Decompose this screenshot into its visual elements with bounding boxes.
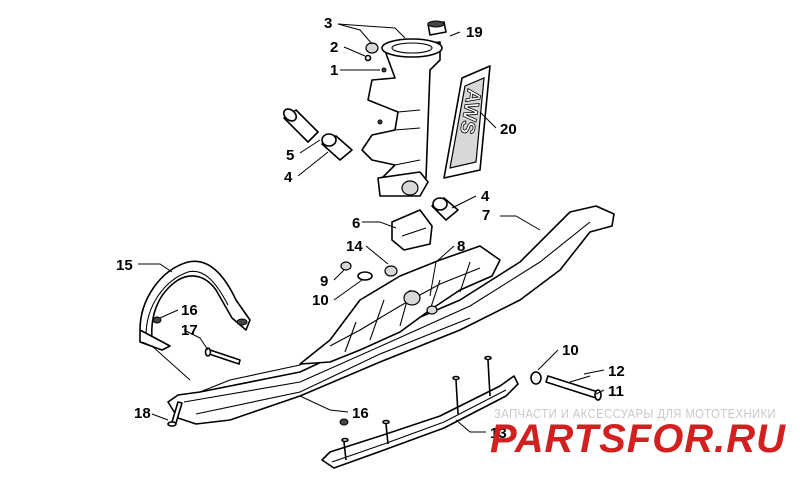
nut-3-part	[365, 42, 379, 54]
callout-16a: 16	[181, 302, 198, 319]
callout-16b: 16	[352, 405, 369, 422]
callout-7: 7	[482, 207, 490, 224]
bumper-6-part	[391, 209, 433, 251]
nut-9-part	[340, 261, 352, 271]
callout-11: 11	[608, 383, 624, 400]
rivet-16a-part	[152, 316, 162, 324]
callout-6: 6	[352, 215, 360, 232]
watermark-logo: PARTSFOR.RU	[490, 417, 786, 461]
washer-10b-part	[530, 371, 542, 385]
bolt-19-part	[427, 20, 447, 36]
bolt-17-part	[204, 347, 241, 365]
callout-9: 9	[320, 273, 328, 290]
callout-20: 20	[500, 121, 517, 138]
callout-15: 15	[116, 257, 133, 274]
ski-part	[167, 205, 615, 425]
callout-labels: 3 19 2 1 20 5 4 4 7 6 14 8 15 9 10 16 17…	[116, 15, 625, 442]
spindle-part	[361, 38, 443, 197]
bolt-11-part	[545, 375, 602, 401]
bolt-hole-part	[377, 119, 383, 125]
washer-10a-part	[357, 271, 373, 281]
callout-17: 17	[181, 322, 198, 339]
callout-2: 2	[330, 39, 338, 56]
callout-19: 19	[466, 24, 483, 41]
callout-12: 12	[608, 363, 625, 380]
wear-bar-part	[321, 355, 519, 469]
callout-1: 1	[330, 62, 338, 79]
callout-4b: 4	[481, 188, 490, 205]
spacer-5-part	[282, 108, 319, 143]
callout-8: 8	[457, 238, 465, 255]
callout-13: 13	[490, 425, 507, 442]
rivet-16b-part	[339, 418, 349, 426]
bushing-4a-part	[321, 133, 353, 161]
leader-lines	[138, 23, 605, 433]
callout-4a: 4	[284, 169, 293, 186]
washer-2-part	[364, 54, 372, 62]
callout-3: 3	[324, 15, 332, 32]
cotter-12-part	[569, 375, 591, 383]
watermark-caption: ЗАПЧАСТИ И АКСЕССУАРЫ ДЛЯ МОТОТЕХНИКИ	[494, 406, 776, 421]
watermark: ЗАПЧАСТИ И АКСЕССУАРЫ ДЛЯ МОТОТЕХНИКИ PA…	[490, 406, 786, 461]
nut-14-part	[384, 265, 398, 277]
callout-10a: 10	[312, 292, 329, 309]
bolt-hole-part	[381, 67, 387, 73]
callout-10b: 10	[562, 342, 579, 359]
callout-5: 5	[286, 147, 294, 164]
decal-part: AWS	[443, 65, 491, 179]
callout-18: 18	[134, 405, 151, 422]
loop-handle-part	[139, 260, 251, 351]
callout-14: 14	[346, 238, 363, 255]
bushing-4b-part	[431, 197, 459, 221]
bolt-18-part	[167, 401, 183, 427]
